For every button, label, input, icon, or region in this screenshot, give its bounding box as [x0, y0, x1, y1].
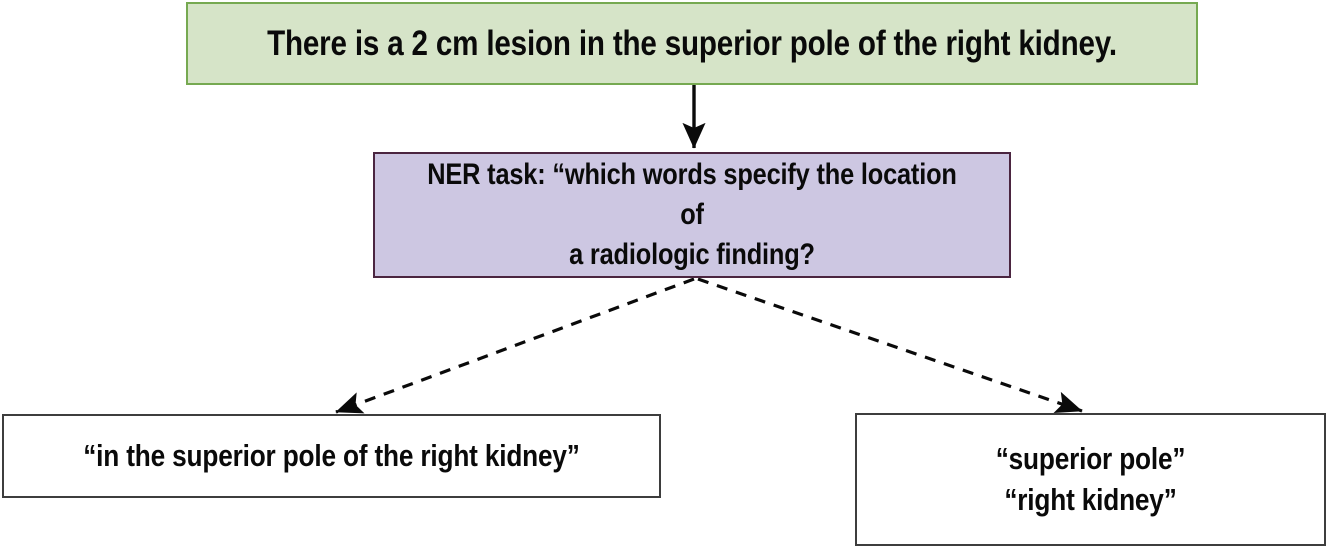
- node-output-span: “in the superior pole of the right kidne…: [2, 414, 661, 498]
- edge-task-to-output-span: [335, 277, 695, 414]
- node-output-entities-label: “superior pole” “right kidney”: [995, 441, 1186, 517]
- edge-task-to-output-entities: [697, 277, 1083, 414]
- node-source-sentence: There is a 2 cm lesion in the superior p…: [186, 2, 1198, 85]
- node-task-prompt: NER task: “which words specify the locat…: [373, 152, 1011, 278]
- node-output-entities: “superior pole” “right kidney”: [855, 413, 1326, 546]
- node-task-prompt-label: NER task: “which words specify the locat…: [427, 158, 957, 271]
- node-source-sentence-label: There is a 2 cm lesion in the superior p…: [267, 23, 1117, 63]
- node-output-span-label: “in the superior pole of the right kidne…: [83, 438, 580, 474]
